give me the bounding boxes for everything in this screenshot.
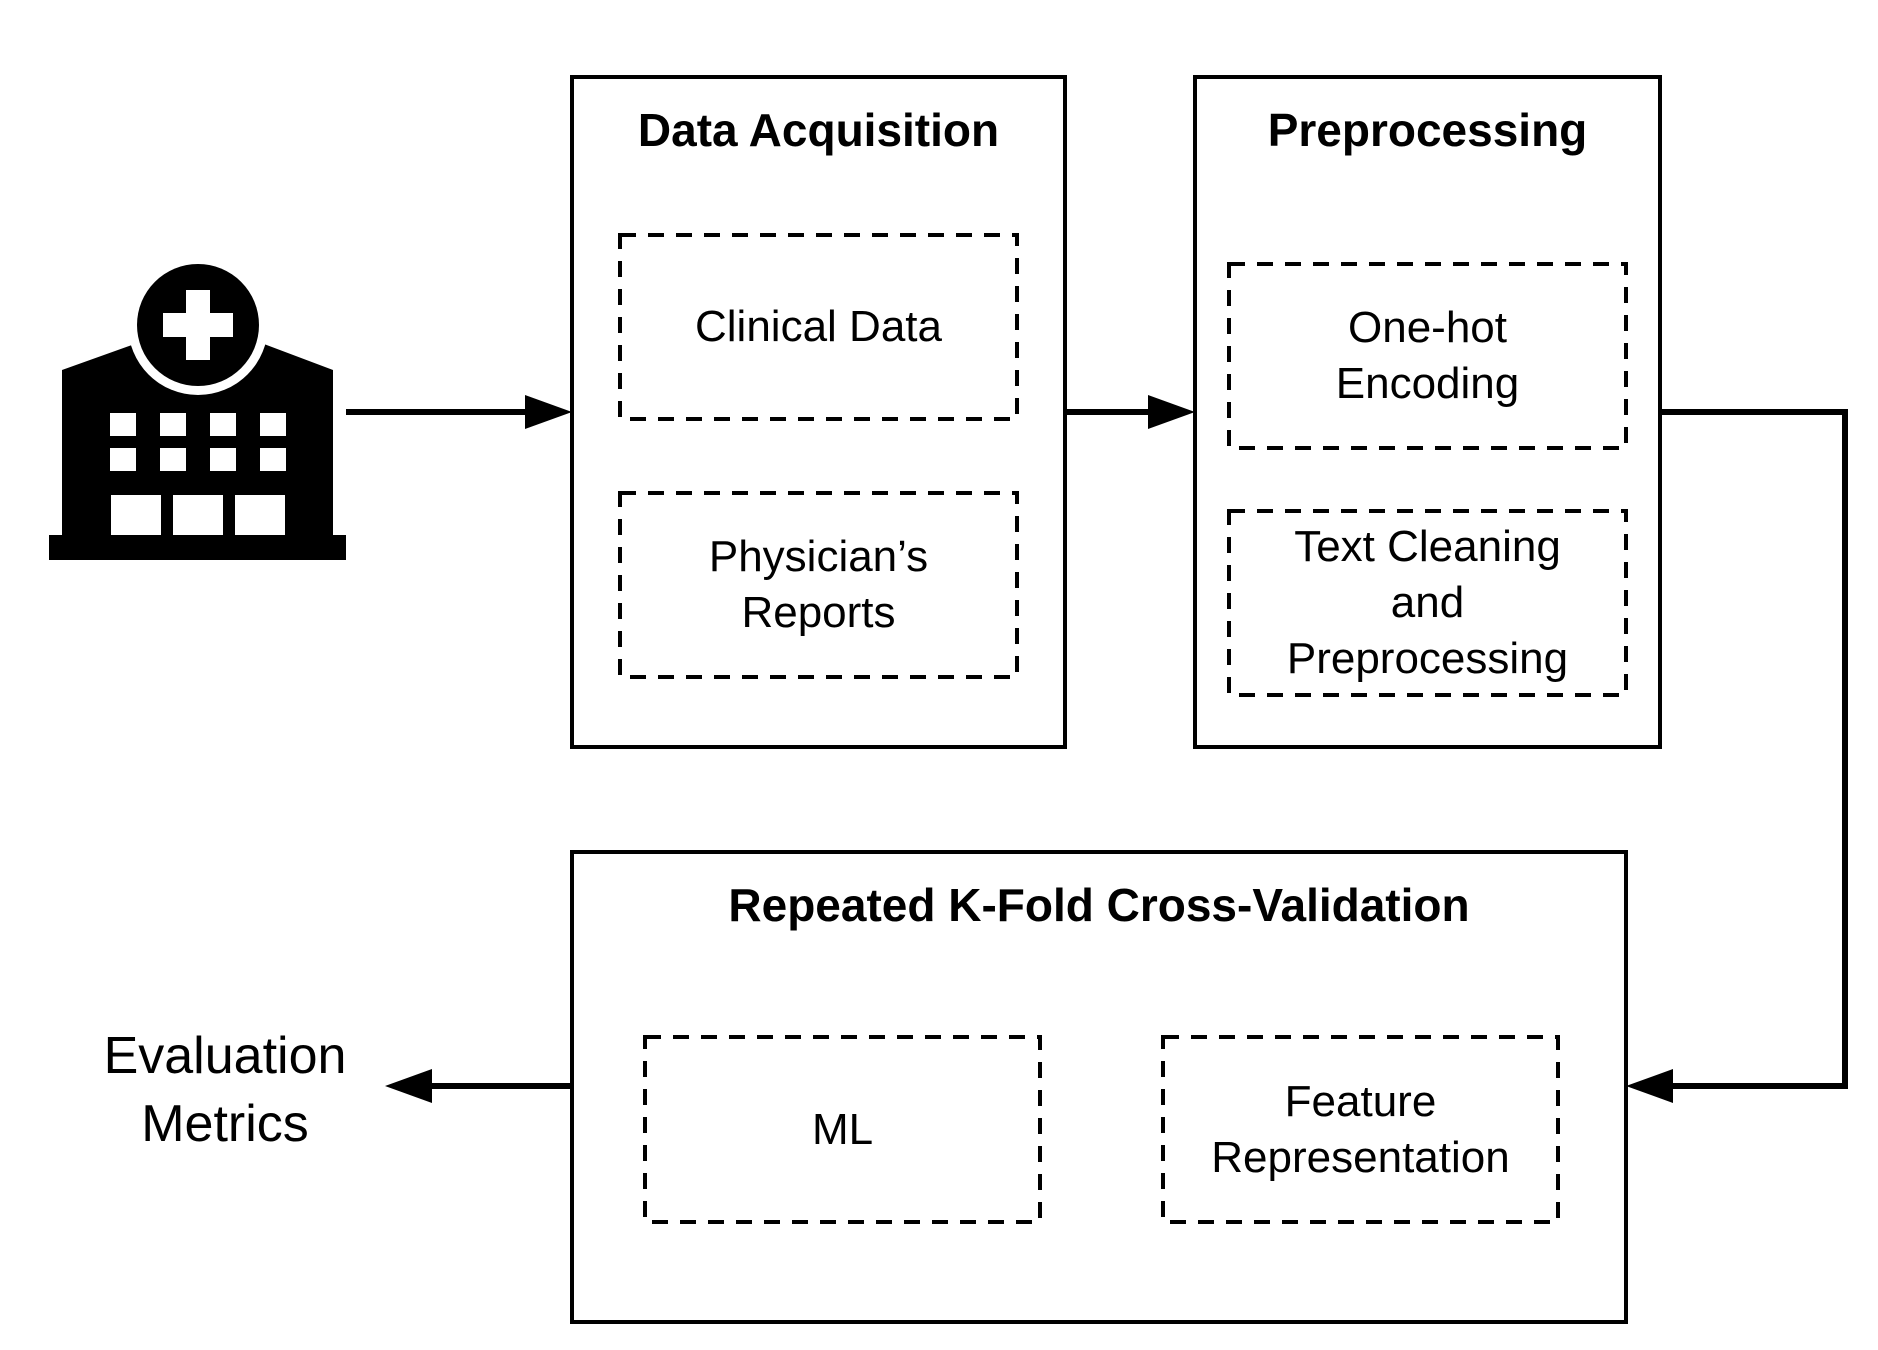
clinical-data-label: Clinical Data bbox=[695, 302, 942, 351]
data-acquisition-title: Data Acquisition bbox=[637, 104, 1000, 156]
preprocessing-title: Preprocessing bbox=[1267, 104, 1588, 156]
ml-label: ML bbox=[811, 1104, 874, 1154]
arrowhead-preprocessing bbox=[1148, 395, 1195, 429]
physicians-reports-box bbox=[618, 491, 1019, 679]
physicians-reports-label: Physician’s Reports bbox=[708, 532, 929, 637]
feature-representation-label: Feature Representation bbox=[1211, 1076, 1510, 1182]
arrow-preprocessing-to-cv bbox=[1660, 409, 1848, 1089]
feature-representation-box bbox=[1161, 1035, 1560, 1224]
cross-validation-title: Repeated K-Fold Cross-Validation bbox=[728, 879, 1470, 931]
clinical-data-box bbox=[618, 233, 1019, 421]
evaluation-metrics-label: Evaluation Metrics bbox=[103, 1027, 347, 1153]
arrowhead-evaluation bbox=[385, 1069, 432, 1103]
text-cleaning-label: Text Cleaning and Preprocessing bbox=[1286, 522, 1569, 683]
hospital-icon bbox=[49, 255, 346, 560]
one-hot-encoding-box bbox=[1227, 262, 1628, 450]
arrowhead-cv bbox=[1626, 1069, 1673, 1103]
text-cleaning-box bbox=[1227, 509, 1628, 697]
one-hot-encoding-label: One-hot Encoding bbox=[1335, 303, 1520, 408]
arrowhead-acquisition bbox=[525, 395, 572, 429]
ml-box bbox=[643, 1035, 1042, 1224]
